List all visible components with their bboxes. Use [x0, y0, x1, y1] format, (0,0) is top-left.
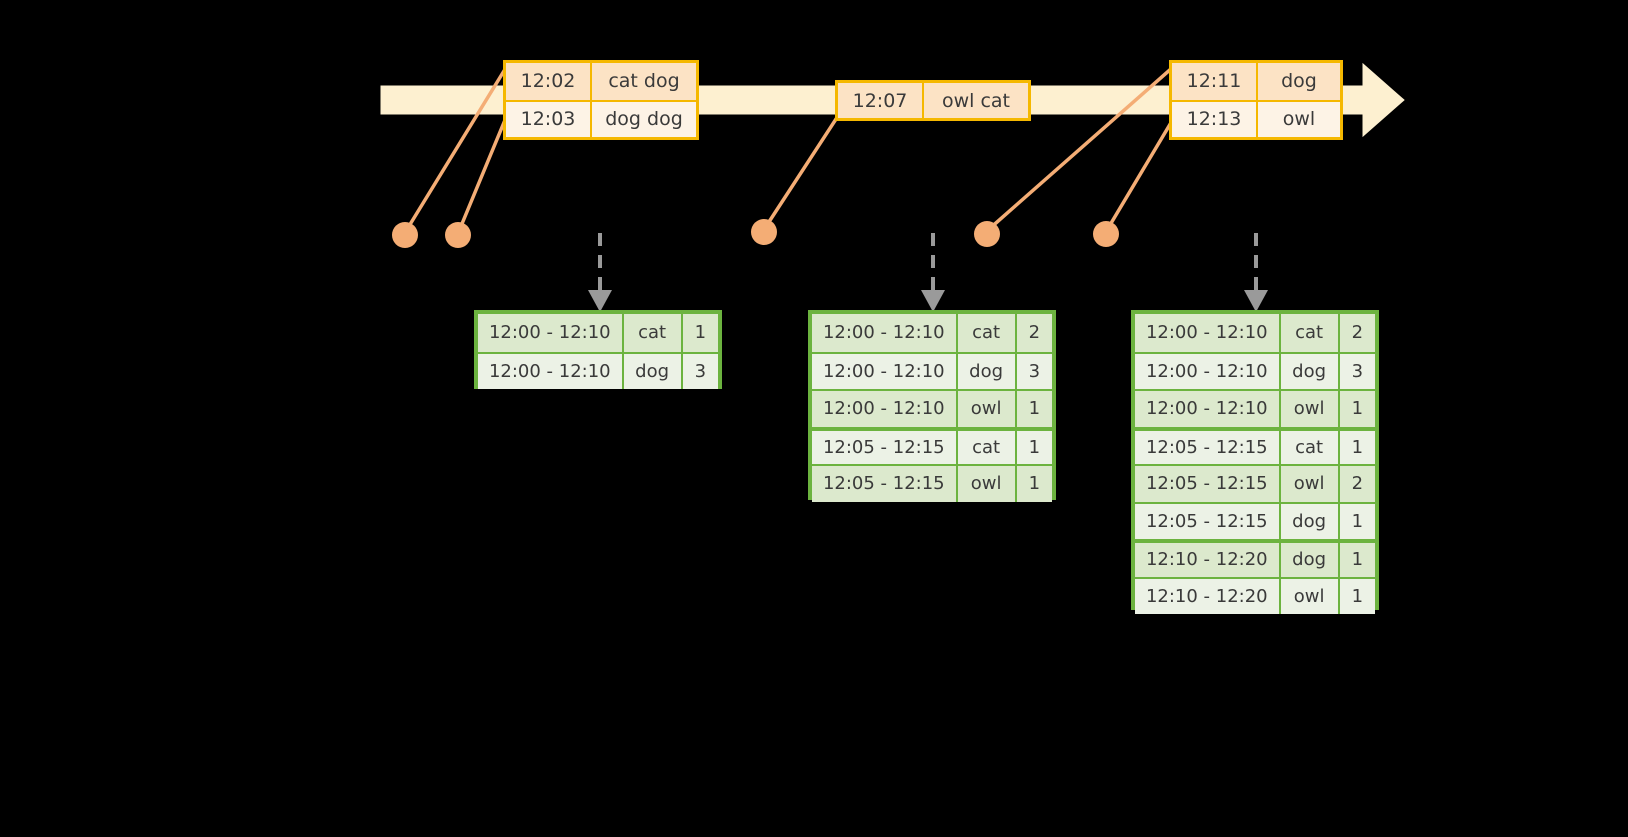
event-text: dog — [1281, 70, 1317, 93]
event-group-3[interactable]: 12:11 dog 12:13 owl — [1169, 60, 1343, 140]
count-cell: 2 — [1351, 322, 1364, 344]
event-time: 12:13 — [1172, 101, 1258, 137]
event-text: owl cat — [941, 89, 1011, 112]
count-cell: 1 — [1351, 398, 1364, 420]
table-row[interactable]: 12:00 - 12:10 dog 3 — [1135, 351, 1375, 389]
event-dot-5 — [1093, 221, 1119, 247]
count-cell: 2 — [1028, 322, 1041, 344]
result-table-3[interactable]: 12:00 - 12:10 cat 2 12:00 - 12:10 dog 3 … — [1131, 310, 1379, 614]
event-group-2[interactable]: 12:07 owl cat — [835, 80, 1031, 121]
word-cell: dog — [624, 353, 683, 389]
emit-arrow-1 — [588, 233, 612, 312]
connector-2 — [457, 118, 507, 233]
count-cell: 1 — [694, 322, 707, 344]
count-cell: 1 — [1351, 510, 1364, 532]
window-cell: 12:00 - 12:10 — [478, 353, 624, 389]
word-cell: dog — [958, 353, 1017, 389]
event-text: owl — [1282, 108, 1316, 131]
count-cell: 2 — [1351, 473, 1364, 495]
count-cell: 3 — [1351, 360, 1364, 382]
connector-5 — [1105, 119, 1174, 232]
event-time: 12:07 — [838, 83, 924, 118]
window-cell: 12:00 - 12:10 — [478, 314, 624, 352]
event-dot-4 — [974, 221, 1000, 247]
count-cell: 1 — [1351, 585, 1364, 607]
table-row[interactable]: 12:10 - 12:20 dog 1 — [1135, 539, 1375, 577]
count-cell: 1 — [1351, 436, 1364, 458]
word-cell: dog — [1281, 503, 1340, 539]
connector-1 — [404, 64, 509, 233]
table-row[interactable]: 12:00 - 12:10 owl 1 — [1135, 389, 1375, 427]
emit-arrows — [588, 233, 1268, 312]
event-time: 12:02 — [506, 63, 592, 100]
event-text: dog dog — [605, 108, 683, 131]
table-row[interactable]: 12:10 - 12:20 owl 1 — [1135, 576, 1375, 614]
window-cell: 12:00 - 12:10 — [812, 353, 958, 389]
connector-3 — [763, 114, 840, 230]
event-dot-3 — [751, 219, 777, 245]
event-row[interactable]: 12:07 owl cat — [838, 83, 1028, 118]
window-cell: 12:05 - 12:15 — [1135, 503, 1281, 539]
event-time: 12:03 — [506, 101, 592, 137]
table-row[interactable]: 12:05 - 12:15 owl 1 — [812, 464, 1052, 502]
word-cell: owl — [1281, 578, 1340, 614]
word-cell: cat — [1281, 430, 1340, 464]
count-cell: 3 — [694, 360, 707, 382]
event-dots — [392, 219, 1119, 248]
word-cell: dog — [1281, 353, 1340, 389]
word-cell: cat — [958, 430, 1017, 464]
word-cell: owl — [958, 391, 1017, 427]
count-cell: 1 — [1028, 436, 1041, 458]
event-text: cat dog — [608, 70, 680, 93]
window-cell: 12:00 - 12:10 — [1135, 391, 1281, 427]
word-cell: owl — [1281, 466, 1340, 502]
window-cell: 12:05 - 12:15 — [812, 466, 958, 502]
table-row[interactable]: 12:00 - 12:10 cat 2 — [1135, 314, 1375, 352]
table-row[interactable]: 12:00 - 12:10 dog 3 — [812, 351, 1052, 389]
window-cell: 12:05 - 12:15 — [1135, 466, 1281, 502]
word-cell: owl — [958, 466, 1017, 502]
window-cell: 12:00 - 12:10 — [1135, 314, 1281, 352]
window-cell: 12:10 - 12:20 — [1135, 578, 1281, 614]
window-cell: 12:10 - 12:20 — [1135, 543, 1281, 577]
word-cell: cat — [624, 314, 683, 352]
result-table-2[interactable]: 12:00 - 12:10 cat 2 12:00 - 12:10 dog 3 … — [808, 310, 1056, 502]
window-cell: 12:00 - 12:10 — [812, 391, 958, 427]
window-cell: 12:05 - 12:15 — [1135, 430, 1281, 464]
table-row[interactable]: 12:00 - 12:10 dog 3 — [478, 351, 718, 389]
count-cell: 1 — [1351, 549, 1364, 571]
table-row[interactable]: 12:05 - 12:15 owl 2 — [1135, 464, 1375, 502]
window-cell: 12:00 - 12:10 — [1135, 353, 1281, 389]
table-row[interactable]: 12:00 - 12:10 owl 1 — [812, 389, 1052, 427]
table-row[interactable]: 12:00 - 12:10 cat 2 — [812, 314, 1052, 352]
table-row[interactable]: 12:05 - 12:15 cat 1 — [1135, 426, 1375, 464]
count-cell: 3 — [1028, 360, 1041, 382]
window-cell: 12:00 - 12:10 — [812, 314, 958, 352]
word-cell: cat — [958, 314, 1017, 352]
window-cell: 12:05 - 12:15 — [812, 430, 958, 464]
event-group-1[interactable]: 12:02 cat dog 12:03 dog dog — [503, 60, 699, 140]
event-dot-2 — [445, 222, 471, 248]
table-row[interactable]: 12:05 - 12:15 cat 1 — [812, 426, 1052, 464]
emit-arrow-3 — [1244, 233, 1268, 312]
event-row[interactable]: 12:02 cat dog — [506, 63, 696, 100]
event-row[interactable]: 12:03 dog dog — [506, 99, 696, 137]
event-row[interactable]: 12:11 dog — [1172, 63, 1340, 100]
word-cell: owl — [1281, 391, 1340, 427]
result-table-1[interactable]: 12:00 - 12:10 cat 1 12:00 - 12:10 dog 3 — [474, 310, 722, 389]
count-cell: 1 — [1028, 473, 1041, 495]
table-row[interactable]: 12:05 - 12:15 dog 1 — [1135, 501, 1375, 539]
event-dot-1 — [392, 222, 418, 248]
event-row[interactable]: 12:13 owl — [1172, 99, 1340, 137]
word-cell: cat — [1281, 314, 1340, 352]
event-time: 12:11 — [1172, 63, 1258, 100]
emit-arrow-2 — [921, 233, 945, 312]
count-cell: 1 — [1028, 398, 1041, 420]
table-row[interactable]: 12:00 - 12:10 cat 1 — [478, 314, 718, 352]
word-cell: dog — [1281, 543, 1340, 577]
